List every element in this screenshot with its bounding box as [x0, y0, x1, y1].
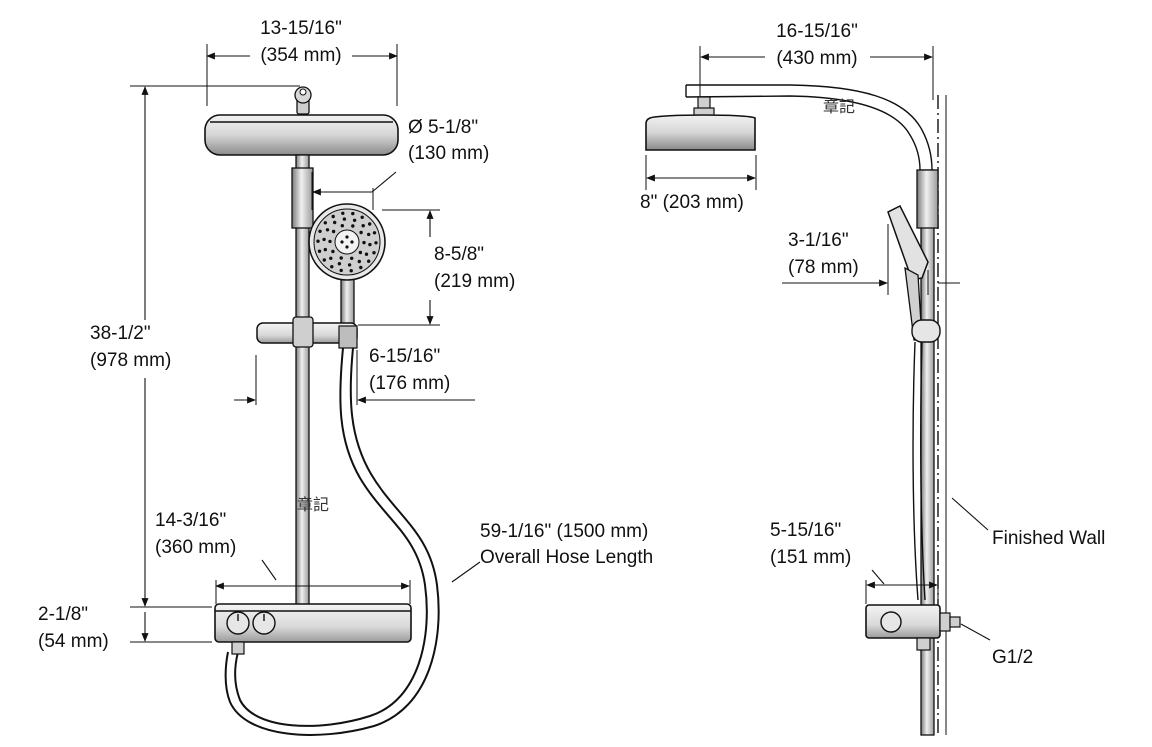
overhead-head-side: [645, 114, 756, 151]
watermark-top: 章記: [823, 97, 855, 116]
slider-offset-mm: (176 mm): [369, 373, 450, 394]
nozzle-dot: [352, 218, 357, 222]
slider-offset-in: 6-15/16": [369, 346, 440, 367]
overall-height-mm: (978 mm): [90, 350, 171, 371]
nozzle-dot: [317, 249, 322, 253]
hand-height-mm: (219 mm): [434, 271, 515, 292]
valve-depth-in: 5-15/16": [770, 520, 841, 541]
hand-shower-side: [887, 204, 941, 601]
nozzle-dot: [331, 229, 336, 234]
valve-height-in: 2-1/8": [38, 604, 88, 625]
temperature-knob: [226, 611, 250, 635]
overall-height-in: 38-1/2": [90, 323, 151, 344]
nozzle-dot: [325, 228, 330, 232]
nozzle-dot: [331, 249, 335, 254]
nozzle-dot: [359, 265, 363, 270]
nozzle-dot: [367, 259, 371, 263]
hand-height-in: 8-5/8": [434, 244, 484, 265]
nozzle-dot: [337, 262, 342, 266]
thermostatic-valve: [214, 603, 412, 655]
nozzle-dot: [347, 263, 352, 267]
nozzle-dot: [372, 231, 377, 235]
nozzle-dot: [331, 214, 335, 219]
hand-depth-in: 3-1/16": [788, 230, 849, 251]
valve-width-mm: (360 mm): [155, 537, 236, 558]
nozzle-dot: [316, 239, 320, 243]
nozzle-dot: [349, 269, 353, 273]
nozzle-dot: [358, 250, 363, 255]
projection-in: 16-15/16": [776, 21, 858, 42]
nozzle-dot: [368, 222, 372, 226]
nozzle-dot: [359, 230, 363, 235]
nozzle-dot: [367, 232, 371, 237]
nozzle-dot: [351, 224, 355, 228]
nozzle-dot: [368, 242, 372, 247]
nozzle-dot: [339, 268, 343, 273]
finished-wall-label: Finished Wall: [992, 528, 1105, 549]
nozzle-dot: [323, 247, 327, 252]
nozzle-dot: [345, 235, 349, 239]
valve-side: [865, 604, 961, 651]
nozzle-dot: [322, 258, 326, 262]
nozzle-dot: [360, 215, 364, 219]
nozzle-dot: [350, 240, 354, 244]
thread-label: G1/2: [992, 647, 1033, 668]
watermark-mid: 章記: [297, 495, 329, 514]
valve-height-mm: (54 mm): [38, 631, 109, 652]
side-view: [645, 46, 991, 736]
shower-hose: [224, 347, 440, 736]
head-width-side: 8" (203 mm): [640, 192, 744, 213]
dimension-labels: 13-15/16" (354 mm) Ø 5-1/8" (130 mm) 8-5…: [38, 18, 1105, 668]
nozzle-dot: [318, 229, 322, 233]
nozzle-dot: [351, 211, 355, 216]
hand-depth-mm: (78 mm): [788, 257, 859, 278]
hand-shower: [308, 203, 386, 332]
nozzle-dot: [374, 241, 378, 245]
nozzle-dot: [340, 240, 344, 244]
nozzle-dot: [322, 237, 326, 242]
nozzle-dot: [372, 251, 376, 255]
nozzle-dot: [362, 240, 366, 245]
nozzle-dot: [329, 256, 333, 260]
top-width-in: 13-15/16": [260, 18, 342, 39]
nozzle-dot: [345, 245, 349, 249]
top-width-mm: (354 mm): [260, 45, 341, 66]
projection-mm: (430 mm): [776, 48, 857, 69]
valve-depth-mm: (151 mm): [770, 547, 851, 568]
nozzle-dot: [330, 265, 334, 269]
hose-caption: Overall Hose Length: [480, 547, 653, 568]
front-view: [130, 44, 481, 736]
nozzle-dot: [328, 239, 332, 244]
nozzle-dot: [342, 217, 347, 221]
head-connector: [294, 86, 312, 115]
slide-bracket: [256, 316, 358, 349]
overhead-shower-head: [204, 114, 399, 156]
flow-knob: [252, 611, 276, 635]
nozzle-dot: [357, 259, 361, 264]
nozzle-dot: [340, 224, 344, 228]
nozzle-dot: [364, 252, 369, 256]
valve-width-in: 14-3/16": [155, 510, 226, 531]
nozzle-dot: [333, 220, 337, 225]
hose-length: 59-1/16" (1500 mm): [480, 521, 648, 542]
nozzle-dot: [341, 211, 345, 215]
head-dia-in: Ø 5-1/8": [408, 117, 478, 138]
nozzle-dot: [361, 224, 365, 228]
nozzle-dot: [323, 221, 327, 225]
nozzle-dot: [350, 256, 354, 260]
head-dia-mm: (130 mm): [408, 143, 489, 164]
nozzle-dot: [339, 256, 343, 260]
